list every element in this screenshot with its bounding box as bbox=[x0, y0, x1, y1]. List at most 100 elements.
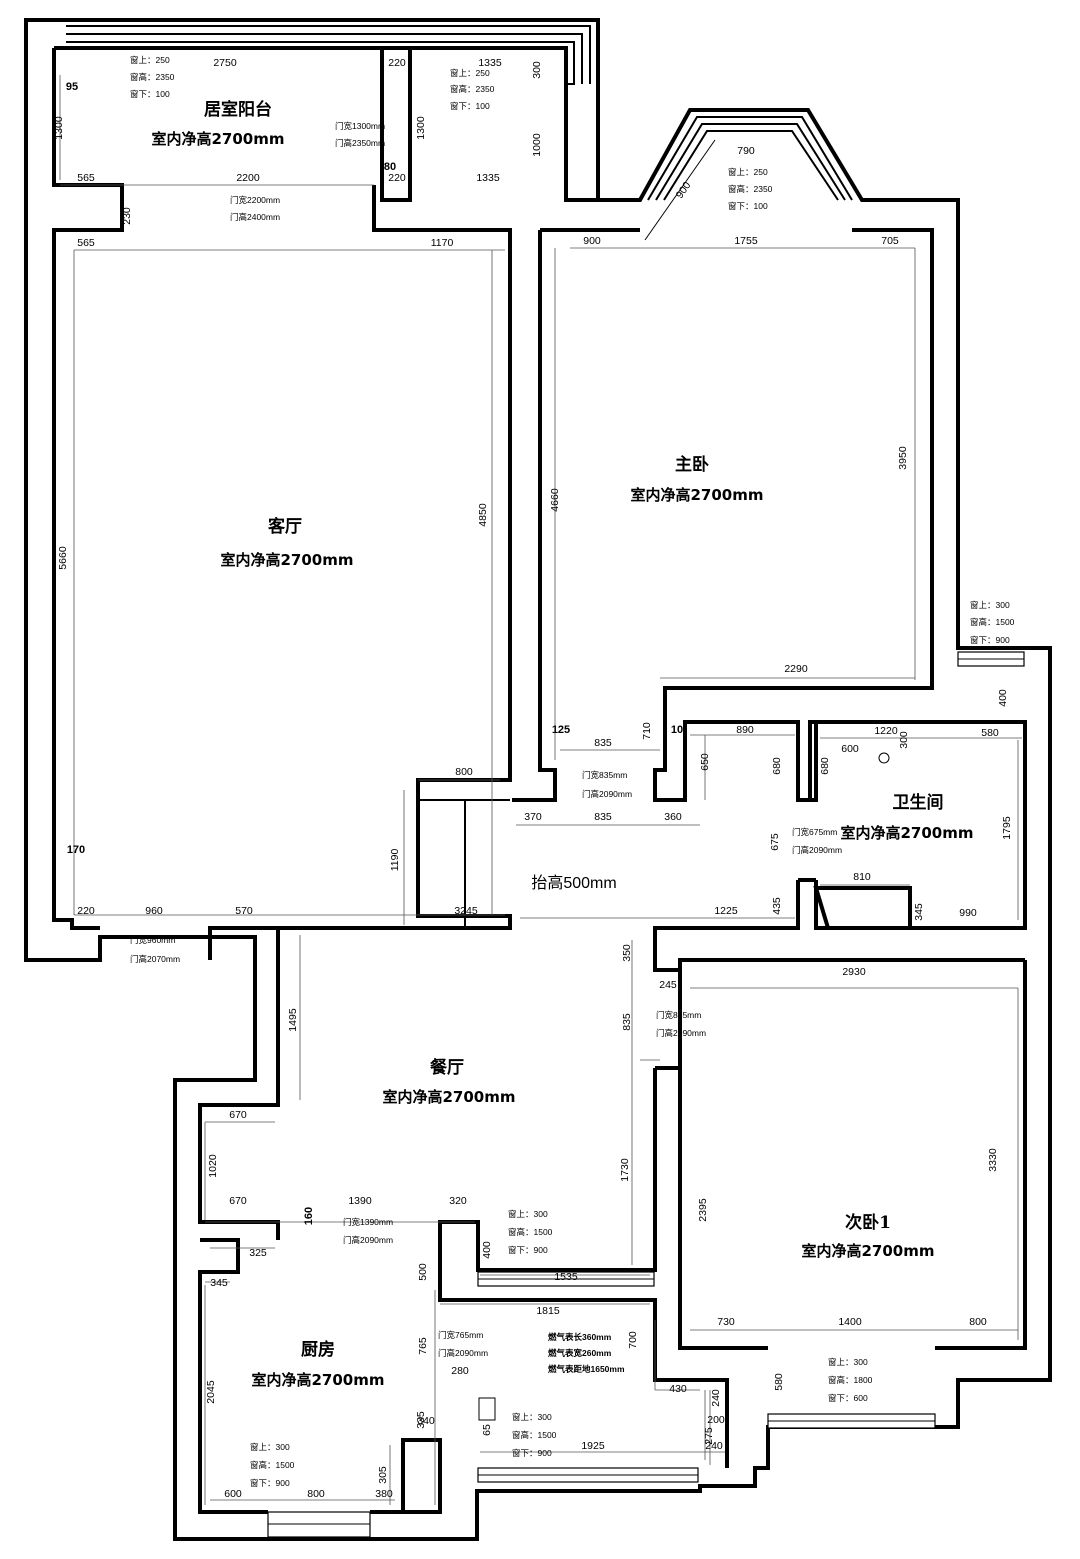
note-gas: 燃气表长360mm 燃气表宽260mm 燃气表距地1650mm bbox=[548, 1332, 625, 1374]
dim: 1535 bbox=[554, 1271, 578, 1283]
dim: 1925 bbox=[581, 1440, 605, 1452]
dim: 300 bbox=[531, 61, 543, 79]
dim: 675 bbox=[769, 833, 781, 851]
dim: 700 bbox=[627, 1331, 639, 1349]
master-name: 主卧 bbox=[675, 454, 709, 475]
note-second-door: 门宽835mm 门高2090mm bbox=[656, 1010, 706, 1038]
dim: 325 bbox=[249, 1247, 267, 1259]
dim: 3245 bbox=[454, 905, 478, 917]
dim: 3330 bbox=[987, 1148, 999, 1172]
dim: 800 bbox=[455, 766, 473, 778]
svg-text:门高2090mm: 门高2090mm bbox=[343, 1235, 393, 1245]
dim: 800 bbox=[969, 1316, 987, 1328]
dim: 4660 bbox=[549, 488, 561, 512]
svg-text:门宽835mm: 门宽835mm bbox=[582, 770, 627, 780]
dim: 1815 bbox=[536, 1305, 560, 1317]
dim: 400 bbox=[481, 1241, 493, 1259]
svg-text:门高2400mm: 门高2400mm bbox=[230, 212, 280, 222]
dim: 570 bbox=[235, 905, 253, 917]
dim: 960 bbox=[145, 905, 163, 917]
bay-window-frame bbox=[647, 116, 853, 201]
bath-fixture bbox=[813, 886, 912, 930]
svg-text:窗下：900: 窗下：900 bbox=[512, 1448, 552, 1458]
second-name: 次卧1 bbox=[845, 1212, 891, 1233]
svg-text:窗高：2350: 窗高：2350 bbox=[130, 72, 175, 82]
dim: 670 bbox=[229, 1195, 247, 1207]
dim: 170 bbox=[67, 844, 85, 856]
note-kit-win-bot: 窗上：300 窗高：1500 窗下：900 bbox=[250, 1442, 295, 1488]
dim: 125 bbox=[552, 724, 570, 736]
second-height: 室内净高2700mm bbox=[801, 1242, 934, 1260]
dim: 835 bbox=[621, 1013, 633, 1031]
balcony-wall bbox=[52, 46, 598, 960]
note-dining-win: 窗上：300 窗高：1500 窗下：900 bbox=[508, 1209, 553, 1255]
floor-drain bbox=[878, 752, 890, 764]
dim: 680 bbox=[819, 757, 831, 775]
dim: 990 bbox=[959, 907, 977, 919]
note-bal-door: 门宽1300mm 门高2350mm bbox=[335, 121, 385, 148]
svg-text:窗高：1500: 窗高：1500 bbox=[970, 617, 1015, 627]
dim: 680 bbox=[771, 757, 783, 775]
dim: 900 bbox=[674, 180, 694, 201]
dim: 835 bbox=[594, 811, 612, 823]
dim: 240 bbox=[705, 1440, 723, 1452]
living-height: 室内净高2700mm bbox=[220, 551, 353, 569]
dim: 835 bbox=[594, 737, 612, 749]
dim: 565 bbox=[77, 172, 95, 184]
dim: 600 bbox=[841, 743, 859, 755]
dim: 240 bbox=[710, 1389, 722, 1407]
svg-text:窗高：1800: 窗高：1800 bbox=[828, 1375, 873, 1385]
svg-text:窗上：300: 窗上：300 bbox=[512, 1412, 552, 1422]
note-bal-win1: 窗上：250 窗高：2350 窗下：100 bbox=[130, 55, 175, 99]
dim: 400 bbox=[997, 689, 1009, 707]
dim: 500 bbox=[417, 1263, 429, 1281]
dim: 2045 bbox=[205, 1380, 217, 1404]
dim: 435 bbox=[771, 897, 783, 915]
svg-text:窗上：300: 窗上：300 bbox=[508, 1209, 548, 1219]
svg-text:门高2090mm: 门高2090mm bbox=[792, 845, 842, 855]
svg-text:门宽1300mm: 门宽1300mm bbox=[335, 121, 385, 131]
dim: 710 bbox=[641, 722, 653, 740]
svg-text:门宽765mm: 门宽765mm bbox=[438, 1330, 483, 1340]
dim: 430 bbox=[669, 1383, 687, 1395]
dim: 1400 bbox=[838, 1316, 862, 1328]
dim: 1795 bbox=[1001, 816, 1013, 840]
dim: 580 bbox=[981, 727, 999, 739]
bathroom-wall bbox=[653, 720, 1027, 972]
note-second-win: 窗上：300 窗高：1800 窗下：600 bbox=[828, 1357, 873, 1403]
balcony-rail bbox=[66, 25, 591, 85]
dim: 160 bbox=[303, 1207, 315, 1225]
dim: 220 bbox=[388, 57, 406, 69]
dim: 1495 bbox=[287, 1008, 299, 1032]
note-master-door: 门宽835mm 门高2090mm bbox=[582, 770, 632, 799]
note-bath-win: 窗上：300 窗高：1500 窗下：900 bbox=[970, 600, 1015, 645]
dim: 65 bbox=[481, 1424, 493, 1436]
dim: 5660 bbox=[57, 546, 69, 570]
walls bbox=[24, 18, 1052, 1541]
svg-text:燃气表长360mm: 燃气表长360mm bbox=[548, 1332, 612, 1342]
kitchen-height: 室内净高2700mm bbox=[251, 1371, 384, 1389]
windows bbox=[267, 651, 1025, 1538]
svg-text:窗下：100: 窗下：100 bbox=[450, 101, 490, 111]
dim: 2290 bbox=[784, 663, 808, 675]
svg-text:窗下：100: 窗下：100 bbox=[130, 89, 170, 99]
dim: 730 bbox=[717, 1316, 735, 1328]
svg-text:窗上：300: 窗上：300 bbox=[250, 1442, 290, 1452]
dim: 2395 bbox=[697, 1198, 709, 1222]
svg-text:门宽1390mm: 门宽1390mm bbox=[343, 1217, 393, 1227]
dim: 800 bbox=[307, 1488, 325, 1500]
dim: 565 bbox=[77, 237, 95, 249]
dim: 220 bbox=[388, 172, 406, 184]
dim: 765 bbox=[417, 1337, 429, 1355]
room-labels: 居室阳台 室内净高2700mm 客厅 室内净高2700mm 主卧 室内净高270… bbox=[151, 99, 973, 1389]
note-kit-win-mid: 窗上：300 窗高：1500 窗下：900 bbox=[512, 1412, 557, 1458]
dim: 345 bbox=[210, 1277, 228, 1289]
svg-text:门高2070mm: 门高2070mm bbox=[130, 954, 180, 964]
note-kitchen-door: 门宽1390mm 门高2090mm bbox=[343, 1217, 393, 1245]
notes: 窗上：250 窗高：2350 窗下：100 窗上：250 窗高：2350 窗下：… bbox=[130, 55, 1015, 1488]
dim: 2750 bbox=[213, 57, 237, 69]
dim: 2930 bbox=[842, 966, 866, 978]
svg-text:门高2090mm: 门高2090mm bbox=[582, 789, 632, 799]
dim: 245 bbox=[659, 979, 677, 991]
